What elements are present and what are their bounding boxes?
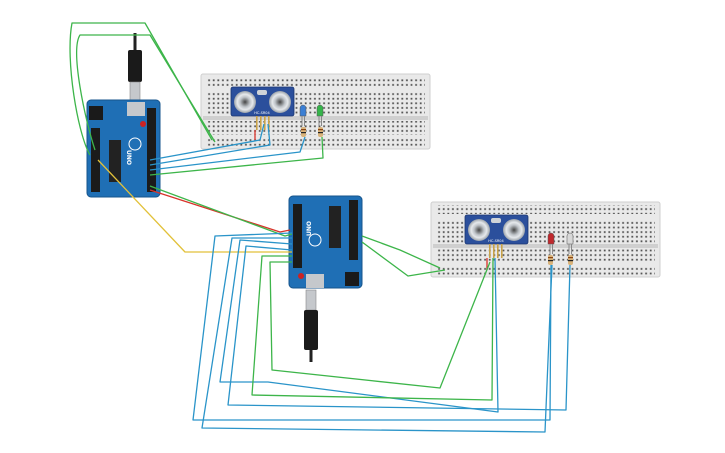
wire-green-5[interactable] (361, 235, 441, 269)
wire-blue-2[interactable] (149, 123, 271, 166)
ultrasonic-2-pin-gnd (501, 244, 503, 258)
breadboard-1-bottom-rail (207, 138, 425, 147)
resistor-3-band-1 (548, 257, 553, 259)
wire-green-7[interactable] (251, 255, 494, 401)
breadboard-2-lower-grid (437, 249, 655, 263)
resistor-3[interactable] (548, 255, 553, 265)
ultrasonic-1-label: HC-SR04 (254, 111, 270, 115)
arduino-1-header-right (147, 108, 156, 192)
arduino-2-chip (329, 206, 341, 248)
breadboard-2-bottom-rail (437, 266, 655, 275)
led-blue-leg-2 (304, 116, 305, 126)
wire-yellow-1[interactable] (97, 159, 292, 253)
ultrasonic-2-transducer-left (468, 219, 490, 241)
usb-cable-1-plug (128, 50, 142, 82)
breadboard-2-top-rail (437, 205, 655, 214)
ultrasonic-1-pin-vcc (256, 116, 258, 130)
usb-cable-1-connector (129, 81, 141, 103)
wire-green-1[interactable] (69, 22, 213, 156)
ultrasonic-sensor-2[interactable]: HC-SR04 (464, 214, 529, 258)
wire-blue-4[interactable] (192, 232, 552, 421)
ultrasonic-1-transducer-left (234, 91, 256, 113)
ultrasonic-1-pin-trig (260, 116, 262, 130)
breadboard-2-center-gap (433, 244, 658, 248)
arduino-1-model-label: UNO (125, 150, 132, 165)
resistor-1[interactable] (301, 127, 306, 137)
arduino-1-logo (128, 137, 142, 151)
led-white[interactable] (566, 232, 574, 254)
arduino-2-power-jack (345, 272, 359, 286)
wire-green-8[interactable] (269, 261, 491, 389)
wire-blue-7[interactable] (227, 245, 571, 411)
led-white-leg-2 (571, 244, 572, 254)
arduino-1-power-jack (89, 106, 103, 120)
arduino-1-reset-button[interactable] (140, 121, 146, 127)
led-white-body (566, 232, 574, 245)
wire-green-2[interactable] (76, 34, 216, 151)
led-green-body (316, 104, 324, 117)
arduino-1-chip (109, 140, 121, 182)
resistor-2[interactable] (318, 127, 323, 137)
ultrasonic-1-crystal (257, 90, 267, 95)
wire-green-6[interactable] (361, 241, 446, 277)
led-blue-leg-1 (301, 116, 303, 126)
led-blue[interactable] (299, 104, 307, 126)
ultrasonic-2-transducer-right (503, 219, 525, 241)
wire-blue-1[interactable] (149, 123, 265, 161)
arduino-1-usb-port (127, 102, 145, 116)
ultrasonic-2-label: HC-SR04 (488, 239, 504, 243)
ultrasonic-2-pin-echo (497, 244, 499, 258)
ultrasonic-sensor-1[interactable]: HC-SR04 (230, 86, 295, 130)
led-red[interactable] (547, 232, 555, 254)
resistor-1-band-2 (301, 132, 306, 134)
breadboard-1-top-rail (207, 77, 425, 86)
arduino-2-reset-button[interactable] (298, 273, 304, 279)
ultrasonic-1-transducer-right (269, 91, 291, 113)
wire-blue-3[interactable] (149, 136, 306, 171)
wire-green-3[interactable] (149, 136, 324, 176)
resistor-4-band-2 (568, 260, 573, 262)
arduino-uno-2[interactable]: UNO (288, 195, 363, 289)
usb-cable-2-connector (305, 289, 317, 311)
ultrasonic-1-pin-echo (264, 116, 266, 130)
arduino-uno-1[interactable]: UNO (86, 99, 161, 198)
resistor-3-band-2 (548, 260, 553, 262)
arduino-1-header-left (91, 128, 100, 192)
led-green-leg-2 (321, 116, 322, 126)
arduino-2-model-label: UNO (306, 221, 313, 236)
led-blue-body (299, 104, 307, 117)
led-green-leg-1 (318, 116, 320, 126)
ultrasonic-2-pin-trig (493, 244, 495, 258)
wires (69, 22, 571, 433)
resistor-2-band-1 (318, 129, 323, 131)
arduino-2-logo (308, 233, 322, 247)
wire-red-2[interactable] (149, 189, 291, 233)
led-green[interactable] (316, 104, 324, 126)
led-red-body (547, 232, 555, 245)
ultrasonic-2-pin-vcc (489, 244, 491, 258)
led-red-leg-2 (552, 244, 553, 254)
usb-cable-2-plug (304, 310, 318, 350)
wire-blue-6[interactable] (219, 239, 499, 413)
resistor-1-band-1 (301, 129, 306, 131)
ultrasonic-2-crystal (491, 218, 501, 223)
wire-blue-5[interactable] (201, 237, 553, 433)
arduino-2-header-right (349, 200, 358, 260)
breadboard-1-center-gap (203, 116, 428, 120)
led-white-leg-1 (568, 244, 570, 254)
ultrasonic-1-pin-gnd (268, 116, 270, 130)
resistor-4-band-1 (568, 257, 573, 259)
arduino-2-header-left (293, 204, 302, 268)
resistor-4[interactable] (568, 255, 573, 265)
wire-green-4[interactable] (149, 185, 293, 237)
arduino-2-usb-port (306, 274, 324, 288)
led-red-leg-1 (549, 244, 551, 254)
usb-cable-2[interactable] (304, 289, 318, 362)
usb-cable-1[interactable] (128, 33, 142, 103)
resistor-2-band-2 (318, 132, 323, 134)
breadboard-1-lower-grid (207, 121, 425, 135)
